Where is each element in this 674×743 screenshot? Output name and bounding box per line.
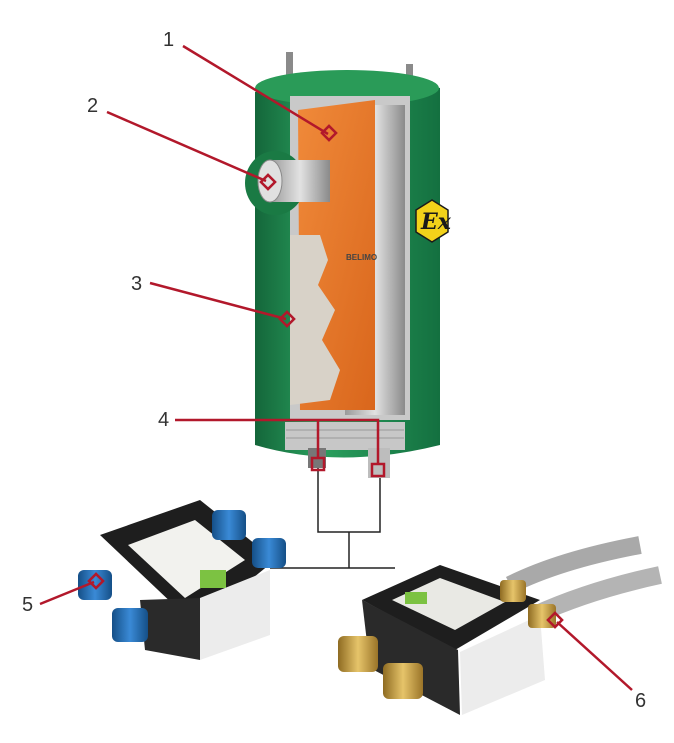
callout-number-4: 4 (158, 409, 169, 431)
brand-label: BELIMO (346, 253, 377, 262)
box6-label (460, 615, 545, 715)
callout-number-3: 3 (131, 273, 142, 295)
leader-4 (175, 418, 380, 464)
shaft-end (257, 159, 283, 203)
box5-green-terminal (200, 570, 226, 588)
wiring (270, 468, 395, 569)
gland-blue-2 (112, 608, 148, 642)
callout-number-5: 5 (22, 594, 33, 616)
leader-3 (149, 281, 287, 321)
gland-blue-4 (252, 538, 286, 568)
leader-5-marker (87, 572, 105, 590)
box5-front (140, 598, 200, 660)
leader-3-marker (278, 310, 296, 328)
plastic-junction-box (78, 500, 286, 660)
terminal-compartment (290, 235, 340, 405)
leader-4-marker-left (310, 456, 326, 472)
leader-2-marker (259, 173, 277, 191)
callout-number-6: 6 (635, 690, 646, 712)
leader-1-marker (320, 124, 338, 142)
leader-2 (106, 110, 267, 183)
gland-brass-2 (383, 663, 423, 699)
manual-override-shaft (245, 151, 330, 215)
callout-number-1: 1 (163, 29, 174, 51)
box6-front (362, 600, 460, 715)
leader-6-marker (546, 611, 564, 629)
ex-housing: BELIMO Ex (245, 52, 452, 478)
box6-green-terminal (405, 592, 427, 604)
gland-blue-3 (212, 510, 246, 540)
box6-terminals (392, 578, 505, 630)
leader-5 (39, 580, 95, 606)
ex-mark: Ex (415, 199, 452, 243)
callout-number-2: 2 (87, 95, 98, 117)
gland-blue-1 (78, 570, 112, 600)
ex-mark-text: Ex (420, 209, 452, 235)
leader-6 (556, 621, 633, 691)
metal-conduit-junction-box (338, 536, 662, 715)
callout-leaders (39, 44, 633, 691)
gland-brass-3 (500, 580, 526, 602)
leader-4-marker-right (370, 462, 386, 478)
top-stud-left (286, 52, 293, 78)
threaded-base (285, 422, 405, 450)
callout-numbers: 1 2 3 4 5 6 (22, 29, 646, 712)
leader-1 (182, 44, 329, 136)
ex-hexagon (415, 199, 449, 243)
conduit-upper (505, 536, 642, 594)
box5-label (200, 570, 270, 660)
gland-brass-1 (338, 636, 378, 672)
